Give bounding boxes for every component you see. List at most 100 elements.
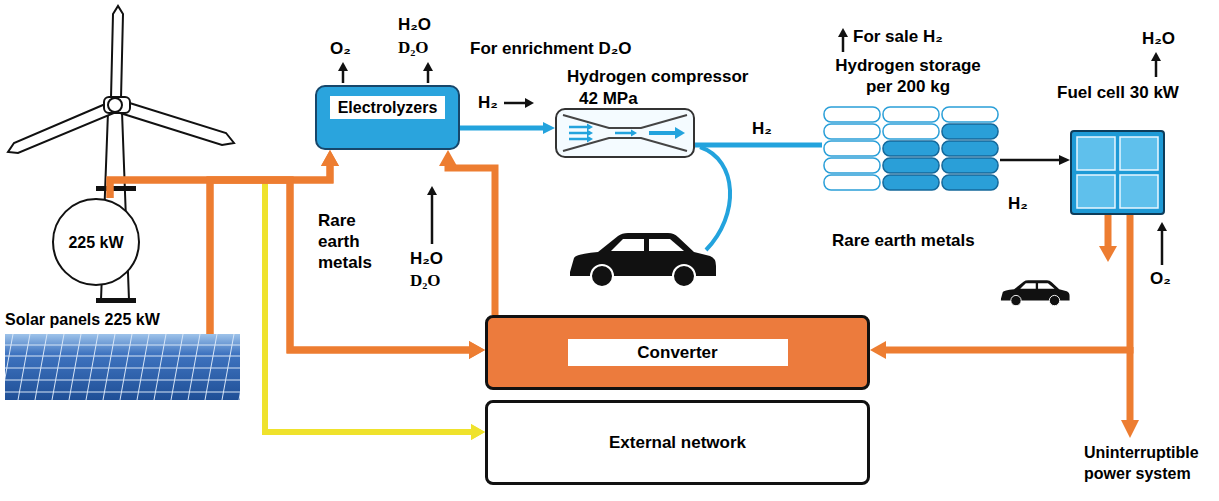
solar-panel-array xyxy=(18,334,30,400)
flow-arrow xyxy=(1157,222,1167,231)
chemical-formula: H₂O xyxy=(398,14,431,35)
power-line xyxy=(210,180,475,350)
flow-arrow xyxy=(1151,52,1161,61)
hydrogen-storage xyxy=(824,124,880,139)
fuel-cell-box xyxy=(1072,132,1163,213)
compressor-box xyxy=(587,135,593,142)
power-line xyxy=(439,150,495,315)
compressor-box xyxy=(587,129,593,136)
arrow-head xyxy=(1059,155,1070,165)
chemical-formula: H₂O xyxy=(410,248,443,269)
edge-label: H₂ xyxy=(1008,193,1028,214)
chemical-formula: O₂ xyxy=(330,38,351,59)
wind-turbine xyxy=(111,6,123,98)
generator-power: 225 kW xyxy=(68,232,123,253)
note: For enrichment D₂O xyxy=(470,38,632,59)
chemical-formula: D₂O xyxy=(398,37,429,58)
hydrogen-storage xyxy=(883,141,939,156)
solar-panel-array xyxy=(154,334,166,400)
flow-arrow xyxy=(423,62,433,71)
compressor-box xyxy=(563,115,687,128)
solar-panel-array xyxy=(222,334,234,400)
compressor-box xyxy=(569,126,587,129)
hydrogen-storage xyxy=(942,107,998,122)
converter-box: Converter xyxy=(485,315,870,390)
generator-circle: 225 kW xyxy=(52,198,140,286)
hydrogen-flow xyxy=(1000,155,1070,165)
hydrogen-storage: Hydrogen storage per 200 kg xyxy=(822,105,1000,192)
fuel-hose xyxy=(700,147,730,250)
compressor-box xyxy=(631,129,637,136)
arrow-head xyxy=(469,341,485,359)
edge-label: H₂ xyxy=(478,92,498,113)
solar-panel-array xyxy=(86,334,98,400)
power-arrow xyxy=(1127,347,1134,424)
compressor-box xyxy=(569,132,587,135)
hydrogen-pipe xyxy=(695,145,822,146)
grid-line xyxy=(110,180,485,440)
power-line xyxy=(110,150,339,198)
hydrogen-storage xyxy=(824,158,880,173)
solar-panel-array xyxy=(5,334,240,400)
material-note: Rare earth metals xyxy=(832,230,975,251)
arrow-head xyxy=(870,341,886,359)
compressor-box xyxy=(587,123,593,130)
arrow-head xyxy=(469,341,485,359)
solar-panel-array xyxy=(205,334,217,400)
fuel-cell-box xyxy=(1077,137,1115,170)
grid-line xyxy=(210,180,485,440)
box-heading: Hydrogen storage per 200 kg xyxy=(822,55,994,97)
hydrogen-storage xyxy=(883,124,939,139)
solar-panel-array xyxy=(239,334,240,400)
fuel-cell-box xyxy=(1077,175,1115,208)
solar-panel-array xyxy=(103,334,115,400)
box-heading: Fuel cell 30 kW xyxy=(1057,82,1179,103)
flow-arrow xyxy=(427,186,437,195)
compressor-box xyxy=(675,127,685,139)
solar-panel-array xyxy=(69,334,81,400)
car-icon xyxy=(570,233,716,287)
fuel-cell-box xyxy=(1120,175,1158,208)
wind-turbine xyxy=(96,186,136,191)
solar-panel-array xyxy=(137,334,149,400)
power-line xyxy=(110,180,485,359)
arrow-head xyxy=(321,150,339,166)
compressor-box xyxy=(557,110,693,156)
flow-arrow xyxy=(338,62,348,71)
solar-panel-array xyxy=(5,380,240,381)
hydrogen-storage xyxy=(824,141,880,156)
power-line xyxy=(210,160,330,334)
compressor-box xyxy=(649,131,675,135)
box-label: External network xyxy=(609,432,746,453)
wind-turbine xyxy=(104,97,130,113)
output-label: Uninterruptible power system xyxy=(1084,442,1216,484)
car-icon xyxy=(1011,295,1021,305)
solar-panel-array xyxy=(5,392,240,393)
hydrogen-pipe xyxy=(695,143,822,148)
flow-arrow xyxy=(525,98,534,108)
flow-arrow xyxy=(504,102,528,105)
flow-arrow xyxy=(338,28,1167,265)
car-icon xyxy=(591,265,613,287)
fuel-cell-box xyxy=(1120,137,1158,170)
material-note: Rare earth metals xyxy=(318,210,380,273)
power-arrow xyxy=(1105,215,1112,250)
hydrogen-storage xyxy=(942,124,998,139)
edge-label: H₂ xyxy=(752,118,772,139)
solar-panel-array xyxy=(52,334,64,400)
car-icon xyxy=(673,265,695,287)
chemical-formula: O₂ xyxy=(1150,268,1171,289)
compressor-box xyxy=(615,132,631,135)
solar-panel-array xyxy=(5,368,240,369)
wind-turbine xyxy=(108,98,122,112)
box-label: Converter xyxy=(568,339,788,366)
arrow-head xyxy=(439,150,457,166)
hydrogen-storage xyxy=(942,141,998,156)
car-icon xyxy=(611,239,644,251)
pressure-value: 42 MPa xyxy=(579,88,638,109)
hydrogen-storage xyxy=(883,107,939,122)
panel-heading: Solar panels 225 kW xyxy=(5,309,160,330)
solar-panel-array xyxy=(5,334,240,400)
solar-panel-array xyxy=(35,334,47,400)
